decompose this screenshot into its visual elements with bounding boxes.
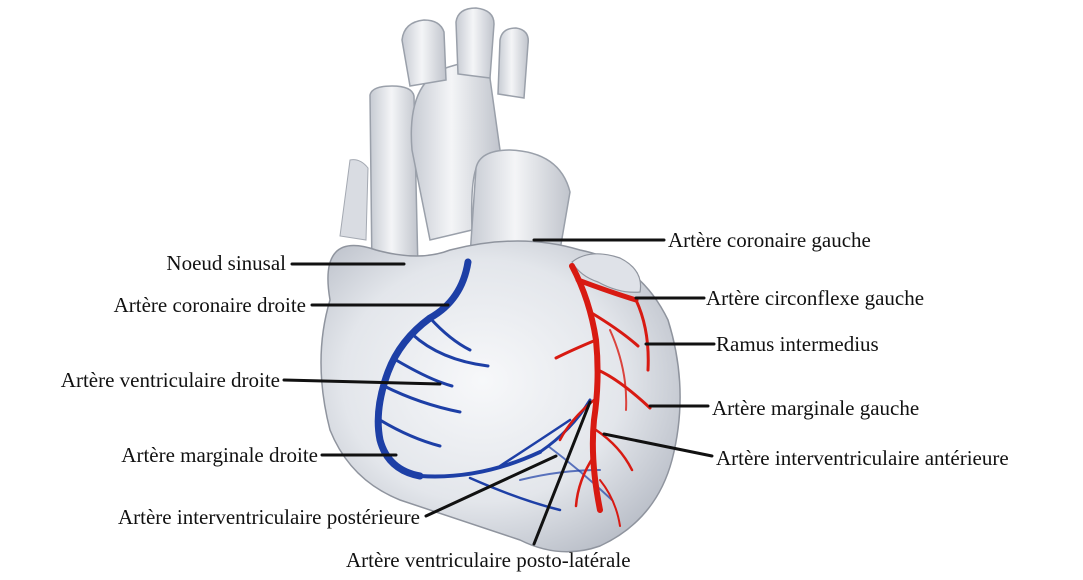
label-artere-interventriculaire-posterieure: Artère interventriculaire postérieure (20, 505, 420, 529)
label-artere-marginale-droite: Artère marginale droite (60, 443, 318, 467)
great-vessels (340, 8, 570, 272)
label-artere-coronaire-droite: Artère coronaire droite (36, 293, 306, 317)
left-subclavian (498, 28, 528, 98)
label-artere-ventriculaire-droite: Artère ventriculaire droite (4, 368, 280, 392)
label-artere-circonflexe-gauche: Artère circonflexe gauche (706, 286, 924, 310)
brachiocephalic-trunk (402, 20, 446, 86)
label-artere-ventriculaire-posto-laterale: Artère ventriculaire posto-latérale (346, 548, 631, 572)
descending-aorta (340, 160, 368, 240)
label-ramus-intermedius: Ramus intermedius (716, 332, 879, 356)
label-artere-interventriculaire-anterieure: Artère interventriculaire antérieure (716, 446, 1009, 470)
label-noeud-sinusal: Noeud sinusal (108, 251, 286, 275)
left-carotid (456, 8, 494, 78)
superior-vena-cava (370, 86, 418, 272)
label-artere-coronaire-gauche: Artère coronaire gauche (668, 228, 871, 252)
label-artere-marginale-gauche: Artère marginale gauche (712, 396, 919, 420)
